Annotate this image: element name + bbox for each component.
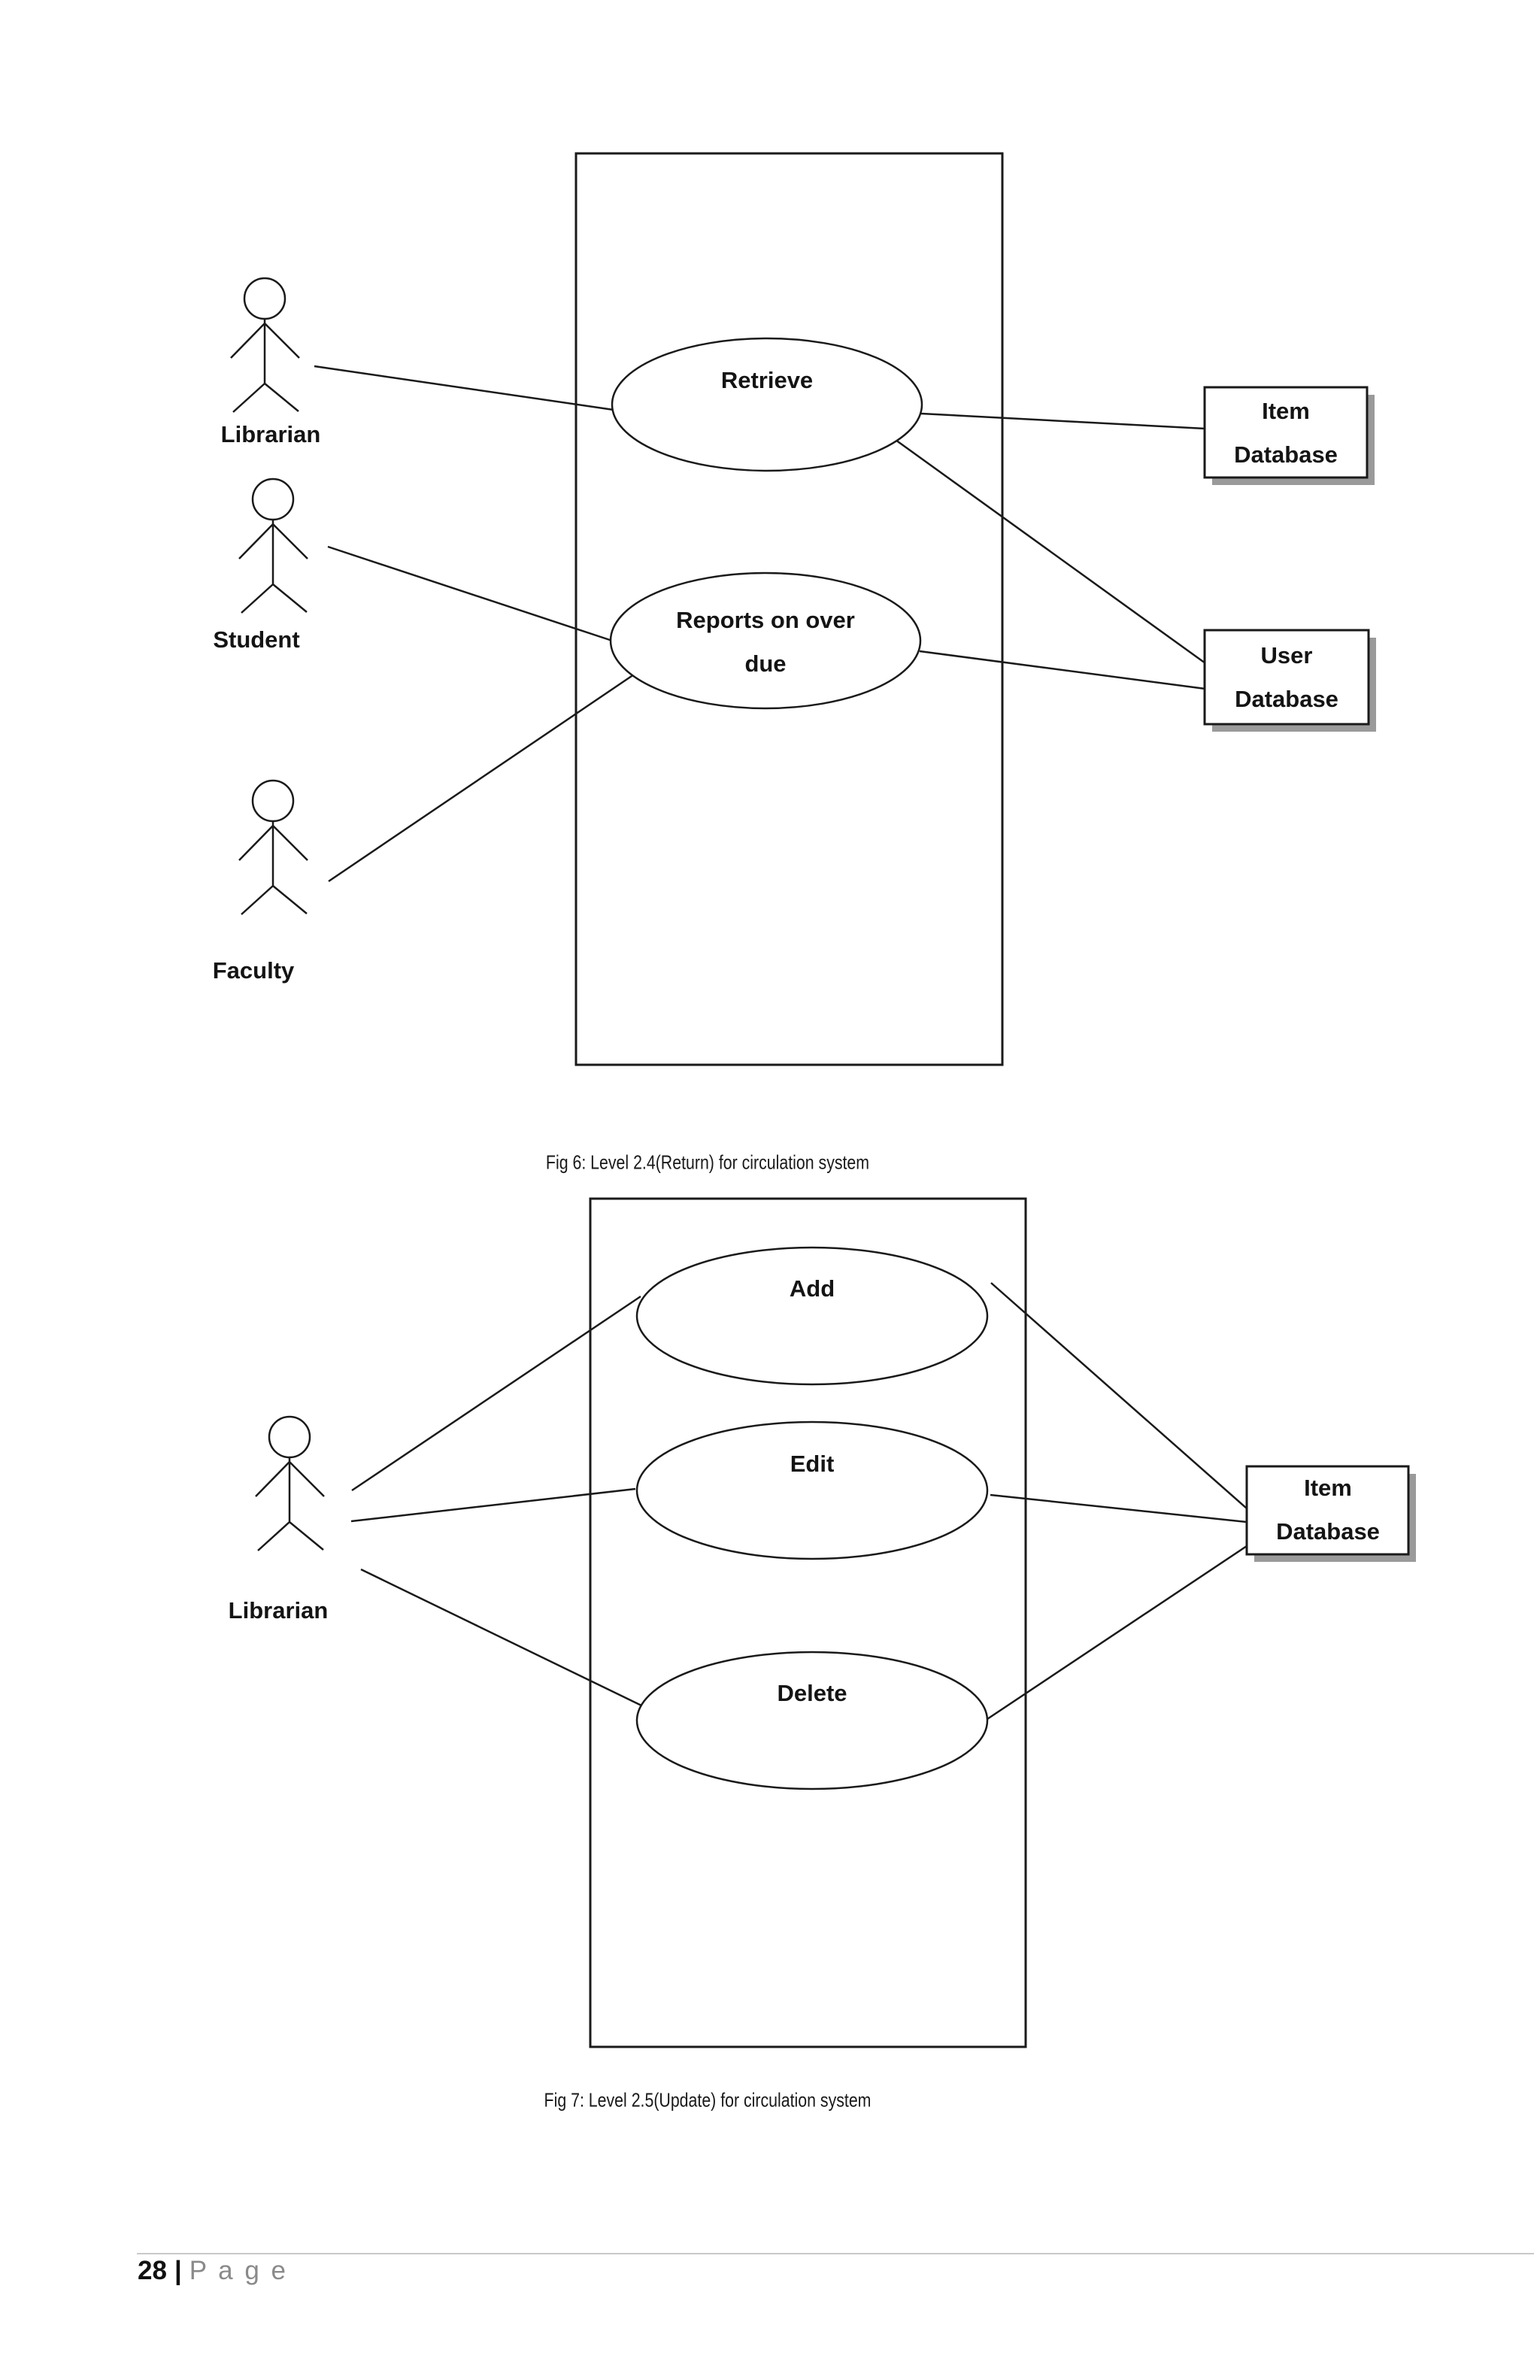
- actor-faculty-label: Faculty: [212, 957, 295, 984]
- actor-head: [243, 277, 286, 320]
- entity-box: [1245, 1465, 1410, 1556]
- actor-librarian-label: Librarian: [220, 421, 321, 447]
- line-librarian-add: [351, 1295, 641, 1492]
- footer-rule: [137, 2253, 1534, 2254]
- system-boundary-update: [589, 1197, 1027, 2048]
- actor-body: [238, 821, 308, 915]
- usecase-reports-label: Reports on over due: [676, 599, 855, 686]
- figure-7-caption: Fig 7: Level 2.5(Update) for circulation…: [544, 2088, 872, 2112]
- actor-body: [255, 1457, 325, 1551]
- usecase-reports-label-line2: due: [744, 650, 787, 677]
- figure-6-caption: Fig 6: Level 2.4(Return) for circulation…: [545, 1151, 870, 1174]
- usecase-retrieve-label: Retrieve: [720, 367, 814, 393]
- actor-head: [268, 1415, 311, 1459]
- line-retrieve-itemdb: [920, 412, 1206, 430]
- page-footer: 28|P a g e: [138, 2256, 288, 2286]
- entity-user-database-1: [1203, 629, 1376, 732]
- entity-label-line2: Database: [1234, 441, 1338, 468]
- usecase-add-ellipse: [635, 1246, 989, 1386]
- usecase-reports-label-line1: Reports on over: [676, 607, 855, 633]
- footer-page-number: 28: [138, 2256, 167, 2285]
- actor-student-label: Student: [213, 626, 300, 653]
- footer-page-label: P a g e: [189, 2256, 289, 2285]
- usecase-delete-label: Delete: [777, 1680, 847, 1706]
- entity-label-line2: Database: [1235, 686, 1338, 712]
- actor-librarian2-label: Librarian: [228, 1597, 329, 1624]
- actor-head: [251, 478, 295, 521]
- actor-body: [230, 319, 300, 413]
- entity-item-database-1: [1203, 386, 1375, 485]
- actor-body: [238, 520, 308, 614]
- line-librarian-edit: [350, 1487, 636, 1523]
- line-retrieve-userdb: [895, 438, 1206, 665]
- footer-separator: |: [174, 2256, 182, 2285]
- entity-item-database-2: [1245, 1465, 1416, 1562]
- line-delete-itemdb: [987, 1545, 1247, 1721]
- system-boundary-return: [574, 152, 1004, 1066]
- line-student-reports: [327, 545, 613, 642]
- line-librarian-retrieve: [314, 365, 614, 411]
- actor-student-figure: [238, 478, 308, 614]
- entity-user-database-1-label: User Database: [1235, 634, 1338, 721]
- usecase-add-label: Add: [789, 1275, 835, 1302]
- usecase-delete-ellipse: [635, 1651, 989, 1790]
- usecase-retrieve-ellipse: [611, 337, 923, 472]
- usecase-edit-ellipse: [635, 1420, 989, 1560]
- line-librarian-delete: [360, 1568, 642, 1707]
- entity-label-line1: Item: [1262, 398, 1310, 424]
- entity-box: [1203, 629, 1370, 726]
- entity-box: [1203, 386, 1369, 479]
- entity-item-database-2-label: Item Database: [1276, 1466, 1380, 1554]
- entity-label-line1: User: [1260, 642, 1313, 669]
- actor-head: [251, 779, 295, 823]
- entity-label-line1: Item: [1304, 1475, 1352, 1501]
- usecase-edit-label: Edit: [790, 1451, 835, 1477]
- entity-item-database-1-label: Item Database: [1234, 390, 1338, 477]
- line-faculty-reports: [328, 672, 637, 883]
- actor-faculty-figure: [238, 779, 308, 915]
- actor-librarian2-figure: [255, 1415, 325, 1551]
- line-edit-itemdb: [990, 1493, 1247, 1524]
- entity-label-line2: Database: [1276, 1518, 1380, 1545]
- actor-librarian-figure: [230, 277, 300, 413]
- line-reports-userdb: [919, 650, 1206, 690]
- usecase-reports-ellipse: [609, 572, 922, 710]
- line-add-itemdb: [990, 1282, 1247, 1509]
